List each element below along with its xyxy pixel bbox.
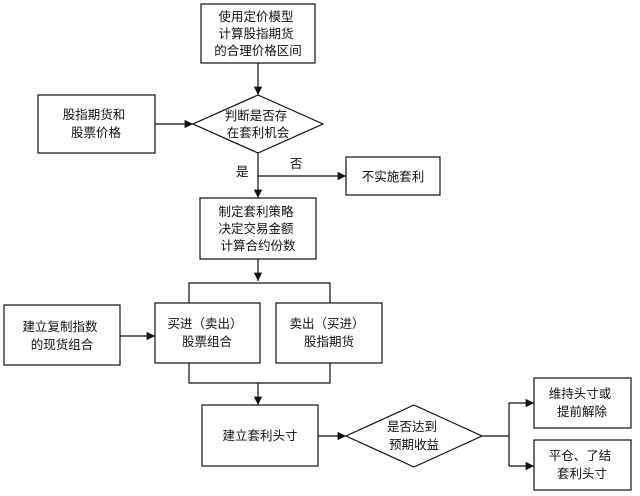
node-strategy-line2: 决定交易金额 — [219, 221, 295, 236]
node-buy-stock-line2: 股票组合 — [182, 334, 233, 349]
node-arbitrage-decision-line2: 在套利机会 — [227, 125, 290, 140]
node-target-return-decision-line1: 是否达到 — [387, 419, 437, 434]
node-strategy: 制定套利策略 决定交易金额 计算合约份数 — [199, 197, 317, 260]
node-strategy-line1: 制定套利策略 — [219, 204, 295, 219]
connectors — [120, 63, 534, 471]
node-buy-stock: 买进（卖出） 股票组合 — [154, 302, 261, 364]
node-replicate-index-line1: 建立复制指数 — [23, 319, 99, 334]
node-close-position: 平仓、了结 套利头寸 — [533, 439, 632, 491]
node-maintain-position: 维持头寸或 提前解除 — [533, 377, 632, 429]
node-target-return-decision-line2: 预期收益 — [389, 437, 439, 452]
node-sell-futures-line2: 股指期货 — [304, 334, 354, 349]
node-target-return-decision: 是否达到 预期收益 — [344, 404, 484, 468]
node-no-arbitrage: 不实施套利 — [345, 156, 441, 196]
node-replicate-index: 建立复制指数 的现货组合 — [3, 304, 121, 366]
node-pricing-model-line1: 使用定价模型 — [219, 9, 294, 24]
node-sell-futures-line1: 卖出（买进） — [290, 316, 365, 331]
node-sell-futures: 卖出（买进） 股指期货 — [275, 302, 383, 364]
svg-text:判断是否存 在套利机会: 判断是否存 在套利机会 — [225, 108, 292, 140]
split-bracket-top — [188, 282, 331, 303]
label-no: 否 — [290, 156, 303, 171]
label-yes: 是 — [236, 164, 249, 179]
node-futures-stock-prices: 股指期货和 股票价格 — [37, 94, 156, 154]
node-maintain-position-line1: 维持头寸或 — [549, 386, 612, 401]
node-arbitrage-decision-line1: 判断是否存 — [225, 108, 288, 123]
svg-text:是否达到 预期收益: 是否达到 预期收益 — [387, 419, 441, 452]
svg-text:建立套利头寸: 建立套利头寸 — [222, 428, 297, 443]
svg-text:制定套利策略 决定交易金额 计算合约: 制定套利策略 决定交易金额 计算合约份数 — [219, 204, 298, 253]
node-establish-position: 建立套利头寸 — [201, 404, 319, 467]
svg-text:买进（卖出） 股票组合: 买进（卖出） 股票组合 — [168, 316, 247, 349]
node-pricing-model: 使用定价模型 计算股指期货 的合理价格区间 — [200, 3, 316, 64]
node-close-position-line1: 平仓、了结 — [549, 448, 612, 463]
node-futures-stock-prices-line2: 股票价格 — [71, 125, 122, 140]
svg-text:使用定价模型 计算股指期货 的合理价: 使用定价模型 计算股指期货 的合理价格区间 — [214, 9, 302, 58]
svg-text:维持头寸或 提前解除: 维持头寸或 提前解除 — [549, 386, 616, 419]
split-bracket-bottom — [188, 363, 331, 384]
node-close-position-line2: 套利头寸 — [557, 466, 607, 481]
node-no-arbitrage-line1: 不实施套利 — [362, 169, 425, 184]
svg-text:股指期货和 股票价格: 股指期货和 股票价格 — [63, 107, 130, 140]
node-replicate-index-line2: 的现货组合 — [31, 337, 94, 352]
svg-text:建立复制指数 的现货组合: 建立复制指数 的现货组合 — [23, 319, 102, 352]
svg-text:不实施套利: 不实施套利 — [362, 169, 425, 184]
node-pricing-model-line3: 的合理价格区间 — [214, 43, 302, 58]
node-buy-stock-line1: 买进（卖出） — [168, 316, 243, 331]
node-establish-position-line1: 建立套利头寸 — [222, 428, 297, 443]
svg-text:平仓、了结 套利头寸: 平仓、了结 套利头寸 — [549, 448, 616, 481]
node-arbitrage-decision: 判断是否存 在套利机会 — [191, 94, 325, 154]
node-maintain-position-line2: 提前解除 — [557, 404, 608, 419]
node-futures-stock-prices-line1: 股指期货和 — [63, 107, 126, 122]
node-pricing-model-line2: 计算股指期货 — [219, 26, 294, 41]
node-strategy-line3: 计算合约份数 — [220, 238, 296, 253]
svg-text:卖出（买进） 股指期货: 卖出（买进） 股指期货 — [290, 316, 369, 349]
